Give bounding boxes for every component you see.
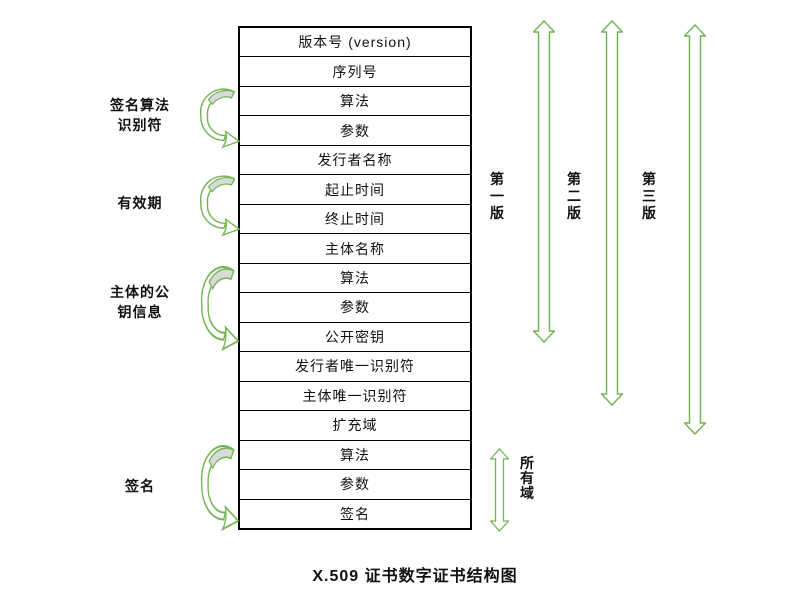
version1-span-arrow-icon [533, 20, 555, 343]
version3-span-arrow-icon [684, 24, 706, 435]
label-signature-algorithm-identifier: 签名算法 识别符 [110, 97, 170, 133]
curved-arrow-icon [199, 175, 241, 237]
label-version-1: 第一版 [490, 171, 504, 221]
certificate-field-label: 公开密钥 [325, 328, 385, 345]
certificate-field-row: 算法 [240, 441, 470, 471]
certificate-field-row: 参数 [240, 470, 470, 500]
certificate-field-row: 序列号 [240, 57, 470, 87]
certificate-field-row: 版本号 (version) [240, 28, 470, 58]
certificate-field-row: 发行者唯一识别符 [240, 352, 470, 382]
certificate-field-row: 签名 [240, 500, 470, 528]
label-validity-period: 有效期 [117, 195, 163, 211]
certificate-field-label: 发行者名称 [317, 152, 393, 169]
certificate-field-label: 主体唯一识别符 [302, 387, 408, 404]
certificate-field-row: 起止时间 [240, 175, 470, 205]
certificate-field-row: 扩充域 [240, 411, 470, 441]
certificate-field-row: 参数 [240, 116, 470, 146]
certificate-field-label: 签名 [340, 505, 370, 522]
certificate-field-row: 算法 [240, 87, 470, 117]
certificate-field-label: 算法 [340, 93, 370, 110]
diagram-title: X.509 证书数字证书结构图 [312, 568, 518, 585]
curved-arrow-icon [200, 265, 240, 352]
certificate-field-row: 终止时间 [240, 205, 470, 235]
certificate-field-label: 算法 [340, 269, 370, 286]
label-signature: 签名 [125, 478, 155, 494]
certificate-field-row: 公开密钥 [240, 323, 470, 353]
certificate-field-row: 参数 [240, 293, 470, 323]
certificate-field-label: 参数 [340, 299, 370, 316]
certificate-field-row: 算法 [240, 264, 470, 294]
label-subject-public-key-info: 主体的公 钥信息 [110, 284, 170, 320]
all-fields-span-arrow-icon [490, 448, 509, 532]
certificate-field-label: 参数 [340, 122, 370, 139]
certificate-field-label: 扩充域 [332, 417, 378, 434]
version2-span-arrow-icon [601, 20, 623, 406]
certificate-field-table: 版本号 (version) 序列号 算法 参数 发行者名称 起止时间 终止时 [238, 26, 472, 530]
certificate-field-row: 主体名称 [240, 234, 470, 264]
certificate-field-label: 算法 [340, 446, 370, 463]
certificate-field-label: 版本号 (version) [298, 34, 412, 51]
certificate-field-label: 起止时间 [325, 181, 385, 198]
certificate-field-label: 序列号 [332, 63, 378, 80]
certificate-field-row: 主体唯一识别符 [240, 382, 470, 412]
curved-arrow-icon [199, 88, 241, 149]
certificate-field-label: 主体名称 [325, 240, 385, 257]
label-all-fields: 所有域 [520, 455, 534, 501]
certificate-field-label: 发行者唯一识别符 [295, 358, 415, 375]
curved-arrow-icon [200, 444, 240, 532]
certificate-field-row: 发行者名称 [240, 146, 470, 176]
label-version-3: 第三版 [642, 171, 656, 221]
certificate-field-label: 终止时间 [325, 211, 385, 228]
label-version-2: 第二版 [567, 171, 581, 221]
certificate-field-label: 参数 [340, 476, 370, 493]
